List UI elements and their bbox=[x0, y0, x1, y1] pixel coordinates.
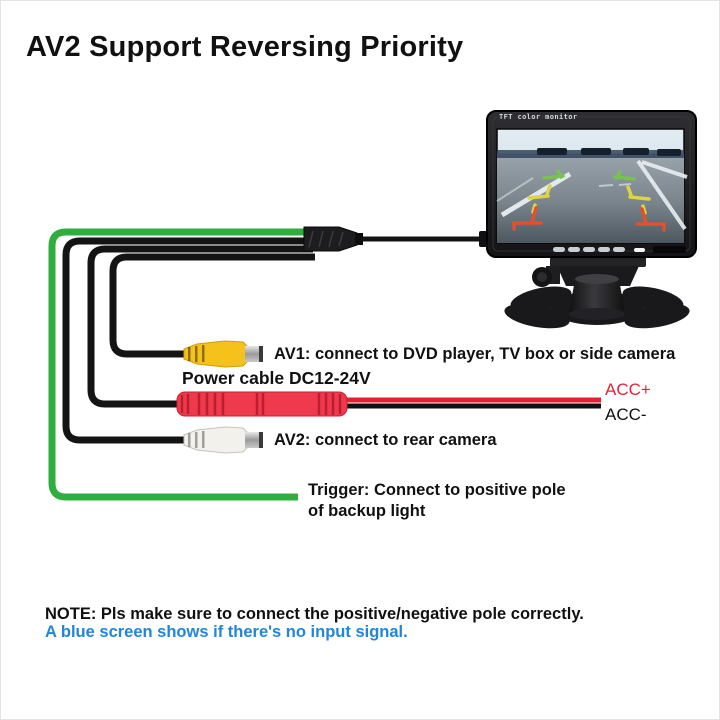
av1-yellow-rca-connector bbox=[183, 340, 263, 368]
power-cable-label: Power cable DC12-24V bbox=[182, 368, 371, 388]
trigger-label-line1: Trigger: Connect to positive pole bbox=[308, 481, 566, 499]
page-title: AV2 Support Reversing Priority bbox=[26, 31, 464, 63]
acc-positive-label: ACC+ bbox=[605, 380, 651, 399]
wire-av1-black bbox=[109, 253, 315, 358]
wire-power-black bbox=[87, 245, 313, 408]
parking-guidelines bbox=[512, 169, 666, 232]
ir-window bbox=[653, 246, 686, 253]
power-red-dc-connector bbox=[176, 391, 601, 417]
monitor-buttons bbox=[553, 246, 686, 253]
av2-connection-label: AV2: connect to rear camera bbox=[274, 431, 497, 449]
monitor-screen bbox=[496, 128, 688, 244]
av2-white-rca-connector bbox=[183, 426, 263, 454]
lane-markings bbox=[496, 159, 688, 231]
cable-splitter bbox=[303, 226, 493, 252]
monitor-stand bbox=[504, 254, 690, 329]
av1-connection-label: AV1: connect to DVD player, TV box or si… bbox=[274, 345, 676, 363]
power-led bbox=[634, 248, 645, 252]
acc-negative-label: ACC- bbox=[605, 405, 647, 424]
note-blue-text: A blue screen shows if there's no input … bbox=[45, 623, 408, 641]
wire-av2-black bbox=[62, 237, 311, 444]
monitor bbox=[486, 110, 697, 329]
wire-harness bbox=[48, 228, 315, 501]
trigger-label-line2: of backup light bbox=[308, 502, 426, 520]
stand-pedestal bbox=[569, 279, 625, 314]
tft-monitor-label: TFT color monitor bbox=[499, 113, 578, 121]
note-text: NOTE: Pls make sure to connect the posit… bbox=[45, 605, 584, 623]
horizon-blocks bbox=[537, 148, 681, 156]
trigger-wire-green bbox=[48, 228, 307, 501]
